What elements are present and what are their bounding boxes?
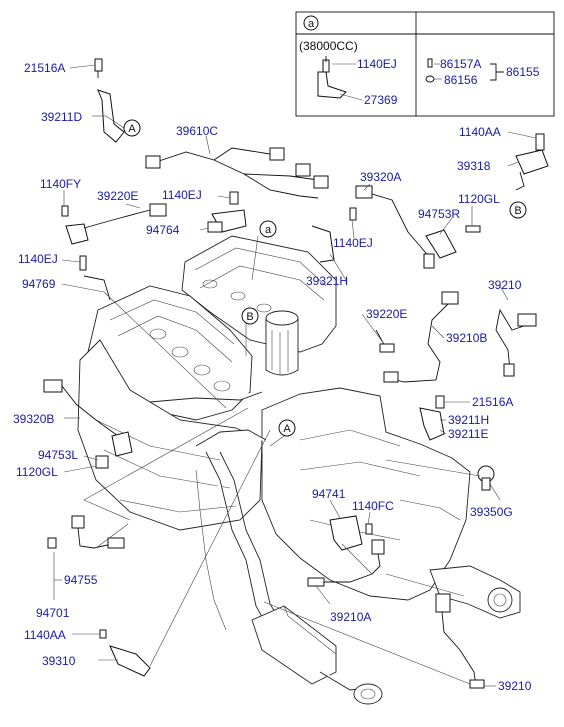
label-39321H: 39321H [306,274,348,288]
callout-circle-B-right [509,201,527,219]
callout-B-right-text: B [514,205,521,217]
inset-bracket-drawing [317,56,363,101]
label-94764: 94764 [146,223,180,237]
label-39320B: 39320B [13,412,54,426]
label-39211D: 39211D [41,110,82,124]
label-1140EJ-mid: 1140EJ [162,188,202,202]
parts-drawings [43,58,549,689]
label-1140FC: 1140FC [352,499,394,513]
label-1140EJ-left: 1140EJ [18,252,58,266]
inset-part-1140EJ: 1140EJ [357,57,397,71]
label-39210-bottom: 39210 [498,679,532,693]
label-39610C: 39610C [176,124,218,138]
inset-screw-drawing [425,58,504,83]
inset-part-86157A: 86157A [440,57,481,71]
label-39210B: 39210B [446,331,487,345]
label-39210A: 39210A [330,610,371,624]
callout-circle-a-engine [259,220,277,238]
label-1140AA-top: 1140AA [459,125,501,139]
label-94753R: 94753R [418,207,460,221]
label-94755: 94755 [64,573,98,587]
label-1140EJ-right: 1140EJ [333,236,373,250]
label-1140AA-bottom: 1140AA [24,628,66,642]
label-39210-right: 39210 [488,278,522,292]
inset-variant-label: (38000CC) [299,39,358,53]
inset-part-86156: 86156 [444,73,478,87]
callout-markers: A B a B A [123,119,527,437]
inset-part-86155: 86155 [506,65,540,79]
label-94769: 94769 [22,277,56,291]
label-39220E-right: 39220E [366,307,407,321]
label-21516A-right: 21516A [472,395,513,409]
label-1120GL-top: 1120GL [458,192,500,206]
callout-circle-B-engine [241,307,259,325]
part-labels: 21516A 39211D 39610C 1140AA 39318 1140FY… [13,61,532,693]
label-94701: 94701 [36,606,70,620]
label-1120GL-left: 1120GL [16,465,58,479]
callout-circle-A-engine [278,419,296,437]
leader-lines [53,64,537,687]
label-94753L: 94753L [38,448,78,462]
label-1140FY: 1140FY [40,177,81,191]
label-39220E-left: 39220E [97,189,138,203]
label-94741: 94741 [312,487,346,501]
label-39310: 39310 [42,654,76,668]
callout-B-engine-text: B [246,311,253,323]
label-39320A: 39320A [360,170,401,184]
callout-circle-A-top [123,119,141,137]
engine-assembly-drawing [77,235,521,705]
inset-marker-circle [303,15,319,31]
label-39211E: 39211E [448,427,488,441]
inset-part-27369: 27369 [364,93,398,107]
callout-A-engine-text: A [283,423,291,435]
inset-detail-box: a (38000CC) 1140EJ 27369 86157A 86156 86… [295,11,555,117]
label-39211H: 39211H [448,413,489,427]
oil-filter-drawing [265,310,299,376]
callout-a-engine-text: a [265,224,272,236]
label-21516A-top: 21516A [24,61,65,75]
label-39350G: 39350G [470,505,513,519]
label-39318: 39318 [457,159,491,173]
catalytic-converter-drawing [251,605,383,705]
callout-A-top-text: A [128,123,136,135]
inset-marker-text: a [308,18,315,30]
